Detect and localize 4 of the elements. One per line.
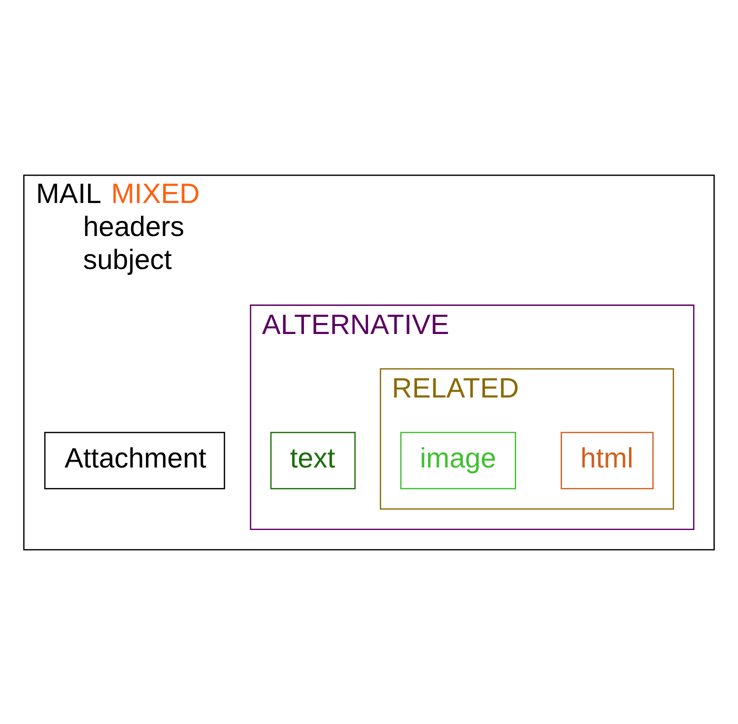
- node-box: Attachment: [44, 431, 226, 489]
- node-box: html: [560, 431, 654, 489]
- node-box: text: [270, 431, 356, 489]
- node-box: image: [400, 431, 516, 489]
